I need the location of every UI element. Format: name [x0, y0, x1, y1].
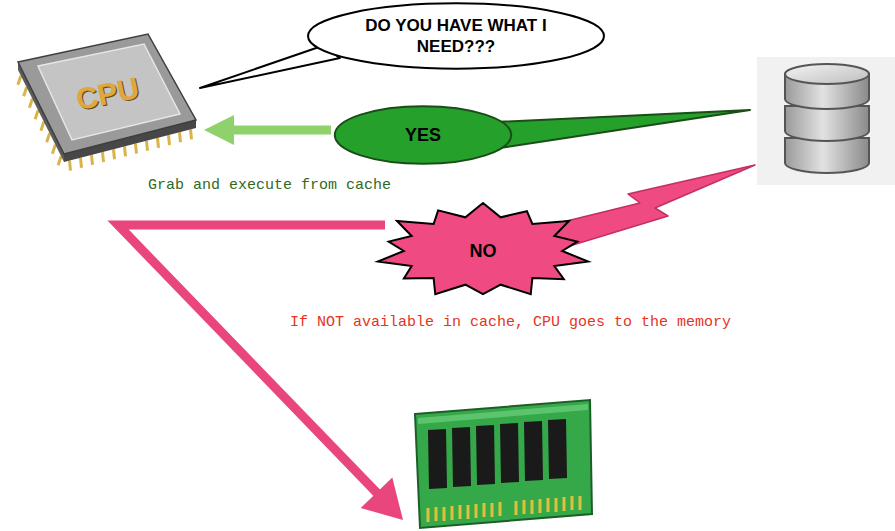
node-text: NO — [470, 241, 497, 262]
speech-bubble-outline — [305, 2, 607, 70]
node-text: DO YOU HAVE WHAT I NEED??? — [354, 15, 559, 57]
answer-burst: NO — [373, 203, 593, 299]
speech-bubble: DO YOU HAVE WHAT I NEED??? — [305, 2, 607, 70]
node-text: YES — [405, 125, 441, 146]
note-text: If NOT available in cache, CPU goes to t… — [290, 314, 731, 332]
bubble-tail — [495, 110, 750, 148]
bubble-tail — [200, 46, 340, 88]
database-icon — [757, 57, 895, 185]
cpu-chip: CPU — [8, 28, 204, 188]
memory-arrow — [118, 225, 403, 520]
ram-module — [415, 400, 592, 528]
note-text: Grab and execute from cache — [148, 177, 391, 195]
answer-bubble: YES — [333, 105, 513, 165]
flow-arrow — [224, 126, 331, 135]
